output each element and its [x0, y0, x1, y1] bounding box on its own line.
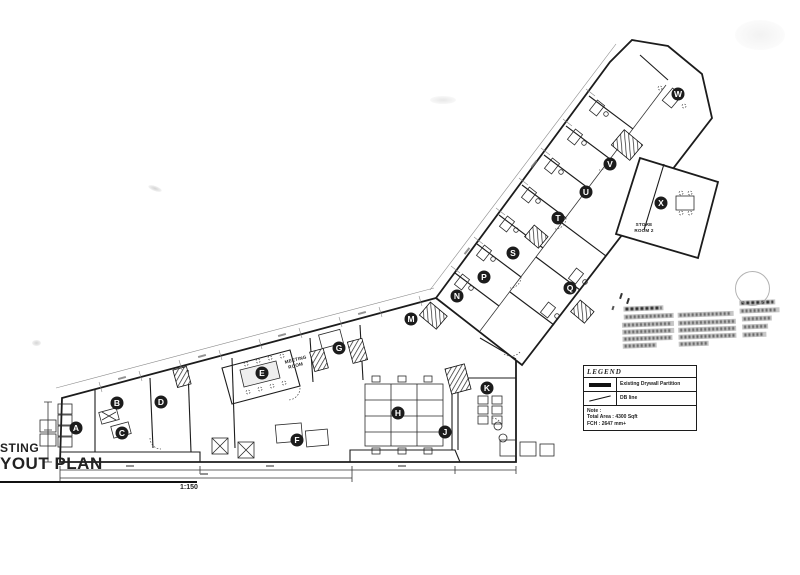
legend-header: LEGEND	[584, 366, 696, 378]
plan-title-line2: YOUT PLAN	[0, 454, 103, 473]
room-marker-K: K	[480, 381, 494, 395]
annotation-row	[621, 320, 675, 328]
title-block: STING YOUT PLAN	[0, 441, 103, 474]
dimension-ticks	[98, 88, 596, 393]
svg-text:Q: Q	[567, 283, 574, 293]
room-marker-F: F	[290, 433, 304, 447]
legend-row-label: DB line	[620, 395, 638, 402]
legend-row: DB line	[584, 392, 696, 406]
room-marker-J: J	[438, 425, 452, 439]
meeting-room-label-line1: MEETING	[284, 354, 307, 364]
legend-rows: Existing Drywall Partition DB line	[584, 378, 696, 406]
store-room-label-line2: ROOM 2	[634, 228, 654, 233]
room-marker-P: P	[477, 270, 491, 284]
annotation-row	[677, 318, 737, 326]
svg-text:V: V	[607, 159, 613, 169]
annotation-row	[741, 315, 772, 322]
room-marker-B: B	[110, 396, 124, 410]
annotation-row	[623, 312, 674, 320]
room-marker-X: X	[654, 196, 668, 210]
room-marker-Q: Q	[563, 281, 577, 295]
building-outline	[59, 39, 720, 463]
legend-row: Existing Drywall Partition	[584, 378, 696, 392]
svg-text:D: D	[158, 397, 164, 407]
room-marker-T: T	[551, 211, 565, 225]
svg-text:E: E	[259, 368, 265, 378]
legend-row-label: Existing Drywall Partition	[620, 381, 681, 388]
room-marker-S: S	[506, 246, 520, 260]
furniture	[39, 85, 695, 459]
room-marker-V: V	[603, 157, 617, 171]
dimension-numbers	[117, 160, 538, 475]
svg-text:F: F	[294, 435, 299, 445]
legend-title: LEGEND	[587, 367, 622, 376]
annotation-row	[622, 334, 673, 342]
annotation-row	[623, 305, 664, 312]
room-marker-A: A	[69, 421, 83, 435]
svg-text:N: N	[454, 291, 460, 301]
svg-text:T: T	[555, 213, 561, 223]
svg-text:C: C	[119, 428, 125, 438]
room-marker-N: N	[450, 289, 464, 303]
annotation-row	[742, 323, 769, 330]
svg-text:J: J	[443, 427, 448, 437]
svg-text:U: U	[583, 187, 589, 197]
svg-text:P: P	[481, 272, 487, 282]
pen-marks	[611, 292, 630, 311]
room-labels: MEETING ROOM STORE ROOM 2	[284, 222, 654, 370]
legend-box: LEGEND Existing Drywall Partition DB line…	[583, 365, 697, 431]
svg-text:A: A	[73, 423, 79, 433]
hatched-areas	[172, 129, 644, 395]
annotation-row	[678, 340, 709, 347]
room-marker-H: H	[391, 406, 405, 420]
plan-scale: 1:150	[180, 484, 198, 491]
room-marker-C: C	[115, 426, 129, 440]
legend-note-line: FCH : 2647 mm+	[587, 420, 627, 427]
partition-symbol	[584, 378, 617, 391]
svg-text:M: M	[407, 314, 414, 324]
plan-title-line1: STING	[0, 441, 40, 455]
legend-note-line: Note :	[587, 408, 602, 414]
room-marker-U: U	[579, 185, 593, 199]
svg-text:X: X	[658, 198, 664, 208]
store-room-label-line1: STORE	[636, 222, 653, 227]
room-marker-D: D	[154, 395, 168, 409]
svg-text:W: W	[674, 89, 683, 99]
annotation-row	[739, 307, 780, 314]
meeting-room-walls	[221, 349, 301, 405]
title-underline	[0, 481, 197, 483]
corridor-line	[479, 84, 667, 332]
room-markers: A B C D E F G H J K M N P Q S T U V W X	[69, 87, 685, 447]
svg-text:K: K	[484, 383, 491, 393]
round-stamp-mark	[735, 271, 770, 306]
store-room-wing	[614, 156, 720, 260]
annotation-row	[677, 310, 734, 318]
room-marker-G: G	[332, 341, 346, 355]
svg-text:H: H	[395, 408, 401, 418]
line-symbol	[584, 392, 617, 405]
room-marker-W: W	[671, 87, 685, 101]
annotation-row	[678, 325, 737, 333]
room-marker-E: E	[255, 366, 269, 380]
svg-text:S: S	[510, 248, 516, 258]
dimension-lines	[44, 43, 617, 482]
room-marker-M: M	[404, 312, 418, 326]
annotation-row	[742, 331, 767, 338]
legend-note-line: Total Area : 4300 Sqft	[587, 414, 638, 421]
svg-text:G: G	[336, 343, 343, 353]
annotation-row	[678, 332, 737, 340]
meeting-room-label-line2: ROOM	[288, 361, 304, 370]
annotation-row	[622, 327, 675, 335]
svg-text:B: B	[114, 398, 120, 408]
annotation-row	[622, 342, 657, 349]
